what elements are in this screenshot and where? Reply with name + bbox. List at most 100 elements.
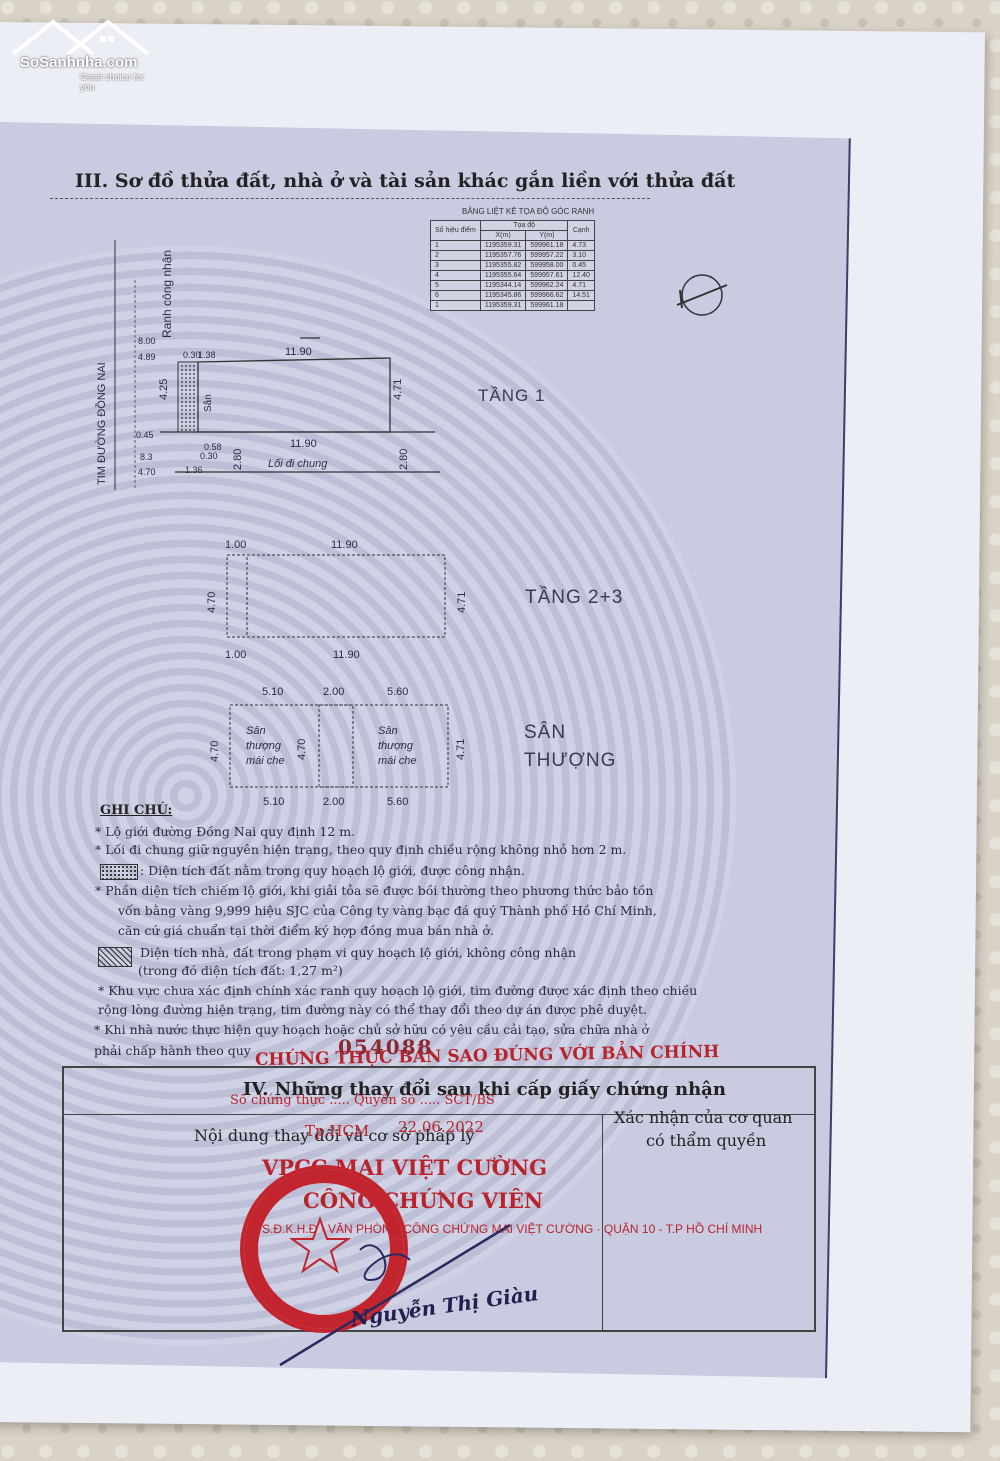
dim-i: 0.58 bbox=[204, 442, 222, 452]
note-10: rộng lòng đường hiện trạng, tim đường nà… bbox=[98, 1002, 647, 1017]
coord-cell-edge: 14.51 bbox=[567, 290, 595, 301]
dim-j: 1.38 bbox=[198, 350, 216, 360]
note-1: * Lộ giới đường Đồng Nai quy định 12 m. bbox=[95, 824, 356, 839]
coord-cell-edge: 3.10 bbox=[567, 250, 595, 261]
watermark-brand: SoSanhnha.com bbox=[20, 54, 138, 71]
coord-cell-edge bbox=[567, 300, 595, 311]
floor1-label: TẦNG 1 bbox=[478, 386, 546, 405]
cert-date: 22.06.2022 bbox=[398, 1118, 484, 1136]
section-4-col-left: Nội dung thay đổi và cơ sở pháp lý bbox=[194, 1126, 475, 1145]
note-3: : Diện tích đất nằm trong quy hoạch lộ g… bbox=[140, 863, 525, 878]
note-12: phải chấp hành theo quy bbox=[94, 1043, 251, 1058]
coord-cell-x: 1195359.31 bbox=[479, 240, 527, 251]
floor1-plan-drawing bbox=[114, 240, 440, 490]
coord-cell-x: 1195345.86 bbox=[479, 290, 527, 301]
dim-f1-right: 4.71 bbox=[392, 378, 404, 400]
coord-cell-x: 1195355.82 bbox=[479, 260, 527, 271]
floor23-label: TẦNG 2+3 bbox=[525, 587, 624, 608]
section-4-col-right-2: có thẩm quyền bbox=[646, 1131, 767, 1150]
section-4-title: IV. Những thay đổi sau khi cấp giấy chứn… bbox=[243, 1079, 726, 1100]
dim-roof-t1: 5.10 bbox=[262, 686, 284, 698]
coord-cell-y: 599961.18 bbox=[525, 300, 569, 311]
cell-left-line2: thượng bbox=[246, 740, 282, 752]
note-11: * Khi nhà nước thực hiện quy hoạch hoặc … bbox=[94, 1022, 650, 1037]
dim-e: 4.70 bbox=[138, 467, 156, 477]
dim-roof-t2: 2.00 bbox=[323, 686, 345, 698]
rooftop-cell-left: Sân thượng mái che bbox=[246, 724, 285, 769]
col-y: Y(m) bbox=[525, 230, 569, 241]
common-path-label: Lối đi chung bbox=[268, 458, 328, 470]
coord-cell-x: 1195355.64 bbox=[479, 270, 527, 281]
rooftop-label-2: THƯỢNG bbox=[524, 750, 617, 771]
seal-star-icon bbox=[288, 1215, 352, 1274]
dim-roof-b2: 2.00 bbox=[323, 796, 345, 808]
coord-cell-edge: 4.71 bbox=[567, 280, 595, 291]
coord-table-caption: BẢNG LIỆT KÊ TỌA ĐỘ GÓC RANH bbox=[462, 207, 595, 216]
note-6: căn cứ giá chuẩn tại thời điểm ký hợp đồ… bbox=[118, 923, 494, 938]
dim-f23-right: 4.71 bbox=[456, 591, 468, 613]
coord-cell-x: 1195344.14 bbox=[479, 280, 527, 291]
note-4: * Phần diện tích chiếm lộ giới, khi giải… bbox=[95, 883, 654, 898]
rooftop-label-1: SÂN bbox=[524, 722, 567, 743]
north-arrow-icon bbox=[676, 274, 728, 316]
section-4-col-right-1: Xác nhận của cơ quan bbox=[614, 1108, 793, 1127]
cell-right-line3: mái che bbox=[378, 755, 417, 767]
title-underline bbox=[50, 198, 650, 199]
col-coords: Tọa độ bbox=[479, 220, 569, 231]
dim-path-left: 2.80 bbox=[232, 448, 244, 470]
note-7: Diện tích nhà, đất trong phạm vi quy hoạ… bbox=[140, 945, 576, 960]
section-4-divider bbox=[64, 1114, 814, 1115]
dim-roof-right: 4.71 bbox=[455, 738, 467, 760]
dim-roof-mid: 4.70 bbox=[296, 738, 308, 760]
rooftop-cell-right: Sân thượng mái che bbox=[378, 724, 417, 769]
dim-c: 0.45 bbox=[136, 430, 154, 440]
note-9: * Khu vực chưa xác định chính xác ranh q… bbox=[98, 983, 698, 998]
coord-cell-x: 1195359.31 bbox=[479, 300, 527, 311]
coord-cell-y: 599961.18 bbox=[525, 240, 569, 251]
watermark-tagline: Great choice for you bbox=[80, 72, 145, 92]
house-logo-icon bbox=[11, 19, 150, 56]
cert-line-2: Số chứng thực ..... Quyển số ..... SCT/B… bbox=[230, 1093, 495, 1108]
dotted-legend-swatch bbox=[100, 864, 138, 880]
handwritten-signature bbox=[279, 1223, 511, 1367]
dim-roof-b1: 5.10 bbox=[263, 796, 285, 808]
dim-f23-left: 4.70 bbox=[206, 591, 218, 613]
notes-heading: GHI CHÚ: bbox=[100, 803, 173, 818]
sosanhnha-watermark: SoSanhnha.com Great choice for you bbox=[8, 14, 158, 92]
dim-roof-left: 4.70 bbox=[209, 740, 221, 762]
dim-roof-b3: 5.60 bbox=[387, 796, 409, 808]
dim-f23-bottom: 11.90 bbox=[333, 649, 360, 661]
floor23-plan-drawing bbox=[226, 554, 446, 638]
col-x: X(m) bbox=[479, 230, 527, 241]
dim-f1-left: 4.25 bbox=[158, 378, 170, 400]
coord-cell-x: 1195357.76 bbox=[479, 250, 527, 261]
coord-cell-y: 599962.24 bbox=[525, 280, 569, 291]
notary-seal bbox=[240, 1165, 408, 1333]
coord-cell-edge: 4.73 bbox=[567, 240, 595, 251]
dim-g: 1.36 bbox=[185, 465, 203, 475]
section-4-column-divider bbox=[602, 1114, 603, 1330]
coord-cell-y: 599958.00 bbox=[525, 260, 569, 271]
dim-f1-bottom: 11.90 bbox=[290, 438, 317, 450]
coord-cell-y: 599966.62 bbox=[525, 290, 569, 301]
cell-right-line1: Sân bbox=[378, 725, 398, 737]
section-4-box bbox=[62, 1066, 816, 1332]
col-point: Số hiệu điểm bbox=[430, 220, 481, 241]
coord-cell-edge: 12.40 bbox=[567, 270, 595, 281]
rooftop-plan-drawing bbox=[229, 704, 449, 788]
cert-serial: 054088 bbox=[338, 1035, 434, 1059]
dim-f23-top-left: 1.00 bbox=[225, 539, 247, 551]
coord-cell-y: 599957.61 bbox=[525, 270, 569, 281]
col-edge: Cạnh bbox=[567, 220, 595, 241]
note-8: (trong đó diện tích đất: 1,27 m²) bbox=[138, 963, 343, 978]
dim-roof-t3: 5.60 bbox=[387, 686, 409, 698]
dim-f23-bottom-left: 1.00 bbox=[225, 649, 247, 661]
dim-d: 8.3 bbox=[140, 452, 153, 462]
coord-cell-y: 599957.22 bbox=[525, 250, 569, 261]
dim-b: 4.89 bbox=[138, 352, 156, 362]
note-2: * Lối đi chung giữ nguyên hiện trạng, th… bbox=[95, 842, 627, 857]
